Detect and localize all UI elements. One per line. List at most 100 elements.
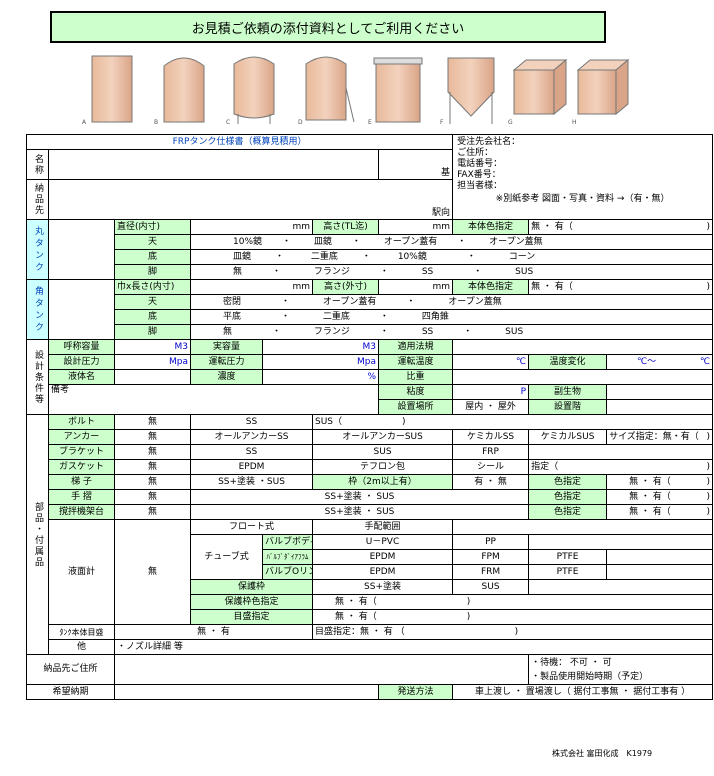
anchor-ss[interactable]: オールアンカーSS: [190, 429, 313, 445]
height-outer-field[interactable]: mm: [377, 279, 454, 295]
actual-capacity-label: 実容量: [190, 339, 263, 355]
leg-label: 脚: [114, 264, 191, 280]
frame-sus[interactable]: SUS: [452, 579, 530, 595]
handrail-label: 手 摺: [48, 489, 115, 505]
address-field[interactable]: [113, 654, 530, 685]
tank-scale-field[interactable]: 無 ・ 有: [114, 624, 313, 640]
anchor-size[interactable]: サイズ指定：無・有（): [606, 429, 714, 445]
anchor-sus[interactable]: オールアンカーSUS: [311, 429, 454, 445]
gasket-seal[interactable]: シール: [452, 459, 530, 475]
oring-frm[interactable]: FRM: [452, 564, 530, 580]
floor-field[interactable]: [606, 399, 714, 415]
height-field[interactable]: mm: [377, 219, 454, 235]
actual-capacity-field[interactable]: M3: [262, 339, 379, 355]
gasket-none[interactable]: 無: [114, 459, 191, 475]
chemical-ss[interactable]: ケミカルSS: [452, 429, 530, 445]
gravity-field[interactable]: [452, 369, 714, 385]
handrail-material[interactable]: SS+塗装 ・ SUS: [189, 489, 530, 505]
install-place-field[interactable]: 屋内 ・ 屋外: [452, 399, 530, 415]
diaphragm-epdm[interactable]: EPDM: [311, 549, 454, 565]
anchor-label: アンカー: [48, 429, 115, 445]
temp-change-field[interactable]: ℃～℃: [606, 354, 714, 370]
law-field[interactable]: [452, 339, 714, 355]
kaku-color-field[interactable]: 無 ・ 有（): [528, 279, 714, 295]
op-pressure-field[interactable]: Mpa: [262, 354, 379, 370]
kaku-bottom-options[interactable]: 平底・ 二重底・ 四角錐: [189, 309, 714, 325]
valve-body-pp[interactable]: PP: [452, 534, 530, 550]
kaku-leg-options[interactable]: 無・ フランジ・ SS・ SUS: [189, 324, 714, 340]
tank-letter: A: [82, 119, 87, 126]
design-label: 設計条件等: [26, 339, 49, 415]
viscosity-field[interactable]: P: [452, 384, 530, 400]
other-field[interactable]: ・ノズル詳細 等: [113, 639, 714, 655]
mixer-color[interactable]: 無 ・ 有（): [606, 504, 714, 520]
ladder-color[interactable]: 無 ・ 有（): [606, 474, 714, 490]
handrail-color[interactable]: 無 ・ 有（): [606, 489, 714, 505]
scale-field[interactable]: 無 ・ 有（): [311, 609, 714, 625]
bracket-none[interactable]: 無: [114, 444, 191, 460]
valve-body-upvc[interactable]: U－PVC: [311, 534, 454, 550]
qty-field[interactable]: 基: [377, 149, 454, 180]
gasket-teflon[interactable]: テフロン包: [311, 459, 454, 475]
name-field[interactable]: [48, 149, 379, 180]
tank-a-icon: [91, 55, 133, 123]
width-field[interactable]: mm: [190, 279, 313, 295]
top-options[interactable]: 10%鏡・ 皿鏡・ オープン蓋有・ オープン蓋無: [189, 234, 714, 250]
oring-ptfe[interactable]: PTFE: [528, 564, 608, 580]
chemical-sus[interactable]: ケミカルSUS: [528, 429, 608, 445]
bracket-sus[interactable]: SUS: [311, 444, 454, 460]
name-label: 名称: [26, 149, 49, 180]
gasket-spec[interactable]: 指定（): [528, 459, 714, 475]
delivery-field[interactable]: [114, 684, 379, 700]
tank-scale-spec[interactable]: 目盛指定：無 ・ 有 （): [311, 624, 714, 640]
gauge-manual[interactable]: 手配範囲: [311, 519, 454, 535]
ladder-label: 梯 子: [48, 474, 115, 490]
oring-label: バルブOリング: [262, 564, 313, 580]
ladder-none[interactable]: 無: [114, 474, 191, 490]
gauge-tube[interactable]: チューブ式: [190, 534, 263, 580]
gauge-none[interactable]: 無: [114, 519, 191, 625]
dest-field[interactable]: 駅向: [47, 179, 454, 220]
remarks-field[interactable]: 備考: [48, 384, 379, 415]
top-label: 天: [114, 234, 191, 250]
ladder-frame[interactable]: 有 ・ 無: [452, 474, 530, 490]
concentration-field[interactable]: %: [262, 369, 379, 385]
capacity-field[interactable]: M3: [114, 339, 191, 355]
op-temp-field[interactable]: ℃: [452, 354, 530, 370]
frame-color-field[interactable]: 無 ・ 有（): [311, 594, 714, 610]
address-label: 納品先ご住所: [26, 654, 115, 685]
frame-ss[interactable]: SS+塗装: [311, 579, 454, 595]
diameter-field[interactable]: mm: [190, 219, 313, 235]
diaphragm-fpm[interactable]: FPM: [452, 549, 530, 565]
mixer-none[interactable]: 無: [114, 504, 191, 520]
mixer-color-label: 色指定: [528, 504, 608, 520]
bolt-sus[interactable]: SUS（): [311, 414, 714, 430]
liquid-field[interactable]: [114, 369, 191, 385]
oring-epdm[interactable]: EPDM: [311, 564, 454, 580]
ship-field[interactable]: 車上渡し ・ 置場渡し（ 据付工事無 ・ 据付工事有 ）: [452, 684, 714, 700]
spec-title: FRPタンク仕様書（概算見積用）: [25, 134, 454, 150]
tank-illustrations: A B C D E F G H: [82, 55, 630, 126]
bottom-options[interactable]: 皿鏡・ 二重底・ 10%鏡・ コーン: [189, 249, 714, 265]
bracket-ss[interactable]: SS: [190, 444, 313, 460]
bolt-ss[interactable]: SS: [190, 414, 313, 430]
diaphragm-ptfe[interactable]: PTFE: [528, 549, 608, 565]
bolt-none[interactable]: 無: [114, 414, 191, 430]
gauge-float[interactable]: フロート式: [190, 519, 313, 535]
tank-h-icon: [576, 58, 630, 116]
kaku-top-options[interactable]: 密閉・ オープン蓋有・ オープン蓋無: [189, 294, 714, 310]
kaku-leg-label: 脚: [114, 324, 191, 340]
leg-options[interactable]: 無・ フランジ・ SS・ SUS: [189, 264, 714, 280]
handrail-none[interactable]: 無: [114, 489, 191, 505]
gasket-epdm[interactable]: EPDM: [190, 459, 313, 475]
wait-start-field[interactable]: ・待機： 不可 ・ 可・製品使用開始時期（予定）: [528, 654, 714, 685]
design-pressure-field[interactable]: Mpa: [114, 354, 191, 370]
bracket-frp[interactable]: FRP: [452, 444, 530, 460]
mixer-material[interactable]: SS+塗装 ・ SUS: [189, 504, 530, 520]
byproduct-field[interactable]: [606, 384, 714, 400]
tank-letter: E: [368, 119, 372, 126]
ladder-material[interactable]: SS+塗装 ・SUS: [190, 474, 313, 490]
anchor-none[interactable]: 無: [114, 429, 191, 445]
tank-scale-label: ﾀﾝｸ本体目盛: [48, 624, 115, 640]
color-field[interactable]: 無 ・ 有（): [528, 219, 714, 235]
